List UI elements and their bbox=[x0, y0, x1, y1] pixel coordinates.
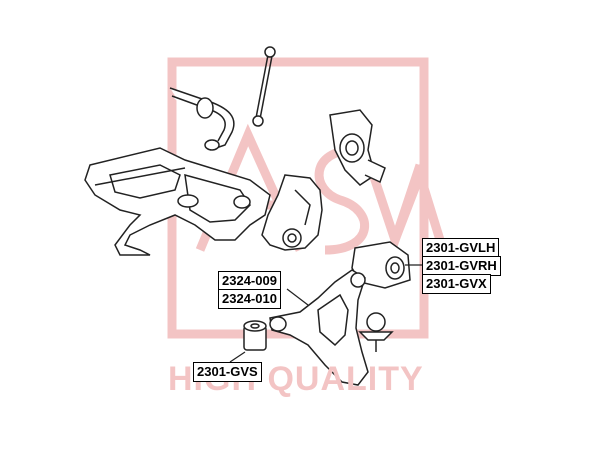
mounting-bracket bbox=[261, 174, 323, 251]
label-rear-bushing-rh: 2301-GVRH bbox=[422, 256, 501, 276]
stabilizer-bar bbox=[169, 87, 235, 151]
leader-lines bbox=[229, 264, 425, 363]
ball-joint bbox=[358, 312, 394, 352]
label-rear-bushing-lh: 2301-GVLH bbox=[422, 238, 500, 258]
stabilizer-link bbox=[252, 46, 276, 127]
label-lower-arm-left: 2324-009 bbox=[218, 271, 281, 291]
label-lower-arm-right: 2324-010 bbox=[218, 289, 281, 309]
front-bushing bbox=[243, 320, 267, 351]
rear-bushing bbox=[351, 241, 411, 289]
subframe bbox=[84, 147, 271, 256]
label-rear-bushing-x: 2301-GVX bbox=[422, 274, 491, 294]
lower-control-arm bbox=[269, 269, 369, 386]
label-front-bushing: 2301-GVS bbox=[193, 362, 262, 382]
steering-knuckle bbox=[329, 109, 386, 186]
